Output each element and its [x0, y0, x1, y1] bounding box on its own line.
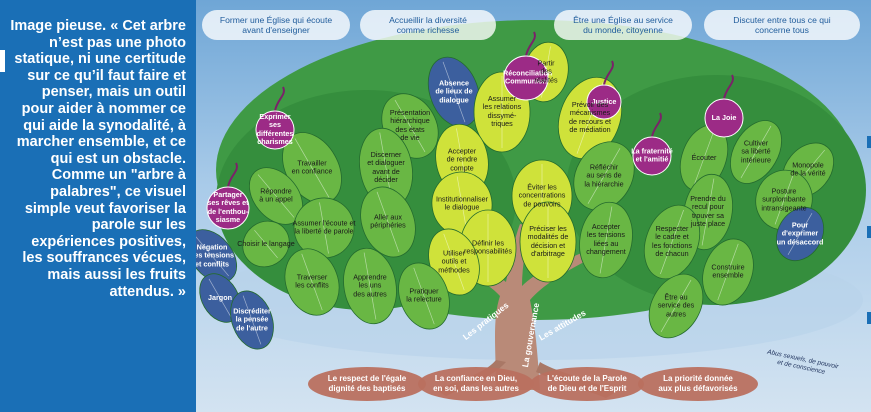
leaf-label: Être au service des autres — [657, 292, 695, 319]
leaf-label: Présentation hiérarchique des états de v… — [389, 108, 431, 143]
fruit-joy: La Joie — [711, 112, 737, 122]
root-dignity: Le respect de l'égale dignité des baptis… — [327, 374, 407, 393]
leaf-vein — [442, 61, 466, 123]
leaf-label: Définir les responsabilités — [464, 238, 512, 256]
sidebar-accent — [0, 50, 5, 72]
leaf-label: Utiliser outils et méthodes — [438, 248, 470, 275]
leaf-label: Partir des réalités — [534, 58, 558, 85]
leaf-label: Discerner et dialoguer avant de décider — [367, 150, 405, 185]
root-box-shape — [638, 367, 758, 401]
leaf-label: Répondre à un appel — [259, 186, 293, 204]
fruit-dreams: Partager ses rêves et de l'enthou- siasm… — [207, 190, 249, 225]
leaf-label: Pratiquer la relecture — [406, 286, 442, 304]
root-word: L'écoute de la Parole de Dieu et de l'Es… — [547, 374, 627, 393]
leaf-vein — [740, 125, 772, 179]
leaf-label: Pour d'exprimer un désaccord — [776, 220, 824, 247]
edge-marker — [867, 226, 871, 238]
leaf-vein — [294, 138, 330, 198]
leaf-vein — [301, 253, 323, 311]
leaf-label: Jargon — [208, 292, 232, 302]
top-label-service: Être une Église au service du monde, cit… — [554, 10, 692, 40]
fruit-charisms: Exprimer ses différentes charismes — [256, 112, 294, 147]
leaf-label: Absence de lieux de dialogue — [435, 78, 473, 105]
leaf-vein — [701, 178, 715, 246]
leaf-vein — [774, 175, 794, 225]
leaf-vein — [196, 235, 229, 277]
leaf-label: Accepter les tensions liées au changemen… — [586, 222, 626, 257]
leaf-vein — [376, 191, 400, 253]
top-label-diversity: Accueillir la diversité comme richesse — [360, 10, 496, 40]
fruit — [632, 136, 672, 176]
leaf-vein — [319, 202, 329, 254]
leaf-label: Assumer l'écoute et la liberté de parole — [292, 218, 356, 236]
leaf-vein — [257, 174, 295, 218]
fruit — [255, 110, 295, 150]
fruit-stem — [651, 112, 662, 138]
fruit-stem — [227, 162, 238, 188]
leaf-vein — [242, 295, 262, 345]
edge-marker — [867, 136, 871, 148]
leaf-label: Écouter — [691, 152, 717, 162]
leaf-label: Traverser les conflits — [295, 272, 329, 290]
sidebar-panel: Image pieuse. « Cet arbre n’est pas une … — [0, 0, 196, 412]
fruit-reconciliation: Réconciliation Communion — [503, 68, 553, 86]
leaf-vein — [413, 267, 435, 325]
leaf-vein — [254, 229, 278, 259]
fruit-stem — [723, 74, 734, 100]
leaf-vein — [717, 243, 739, 301]
root-box-shape — [418, 367, 534, 401]
top-label-discuss: Discuter entre tous ce qui concerne tous — [704, 10, 860, 40]
tree-illustration — [196, 20, 866, 401]
leaf-vein — [587, 148, 621, 204]
leaf-label: Cultiver sa liberté intérieure — [741, 138, 771, 165]
leaf-label: Éviter les concentrations de pouvoirs — [518, 182, 566, 209]
sidebar-caption: Image pieuse. « Cet arbre n’est pas une … — [10, 18, 186, 300]
fruit-stem — [603, 60, 614, 86]
root-trust: La confiance en Dieu, en soi, dans les a… — [433, 374, 519, 393]
fruit — [704, 98, 744, 138]
leaf-vein — [208, 278, 232, 318]
leaf-label: Préciser les modalités de décision et d'… — [527, 224, 569, 259]
leaf-label: Discréditer la pensée de l'autre — [233, 306, 271, 333]
fruit-justice: Justice — [591, 96, 617, 106]
leaf-vein — [443, 233, 465, 291]
leaf-label: Assumer les relations dissymé- triques — [482, 94, 522, 129]
leaf-label: Prévoir des mécanismes de recours et de … — [569, 100, 611, 135]
leaf-vein — [660, 209, 684, 275]
leaf-label: Respecter le cadre et les fonctions de c… — [652, 224, 692, 259]
fruit — [503, 55, 549, 101]
fruit-stem — [274, 86, 285, 112]
fruit-stem — [525, 31, 536, 57]
leaf-label: Négation des tensions et conflits — [196, 242, 234, 269]
leaf-vein — [363, 252, 377, 320]
edge-marker — [867, 312, 871, 324]
leaf-label: Construire ensemble — [711, 262, 745, 280]
leaf-label: Aller aux périphéries — [370, 212, 406, 230]
leaf-vein — [693, 129, 715, 187]
fruit-fraternity: La fraternité et l'amitié — [631, 146, 673, 164]
leaf-label: Choisir le langage — [237, 238, 295, 248]
leaf-label: Posture surplombante intransigeante — [761, 186, 807, 213]
fruit — [586, 84, 622, 120]
leaf-label: Travailler en confiance — [291, 158, 333, 176]
leaf-vein — [456, 176, 468, 232]
root-box-shape — [308, 367, 426, 401]
leaf-vein — [599, 206, 613, 274]
root-box-shape — [530, 367, 644, 401]
leaf-label: Accepter de rendre compte — [446, 146, 478, 173]
top-label-listen: Former une Église qui écoute avant d'ens… — [202, 10, 350, 40]
leaf-label: Apprendre les uns des autres — [353, 272, 387, 299]
fruit — [206, 186, 250, 230]
tree-diagram: Former une Église qui écoute avant d'ens… — [196, 0, 871, 412]
leaf-label: Institutionnaliser le dialogue — [436, 194, 488, 212]
root-poor: La priorité donnée aux plus défavorisés — [658, 374, 738, 393]
leaf-vein — [787, 213, 813, 255]
leaf-label: Réfléchir au sens de la hiérarchie — [584, 162, 624, 189]
leaf-vein — [394, 99, 426, 153]
leaf-vein — [660, 279, 692, 333]
leaf-label: Monopole de la vérité — [790, 160, 826, 178]
leaf-label: Prendre du recul pour trouver sa juste p… — [690, 194, 726, 229]
